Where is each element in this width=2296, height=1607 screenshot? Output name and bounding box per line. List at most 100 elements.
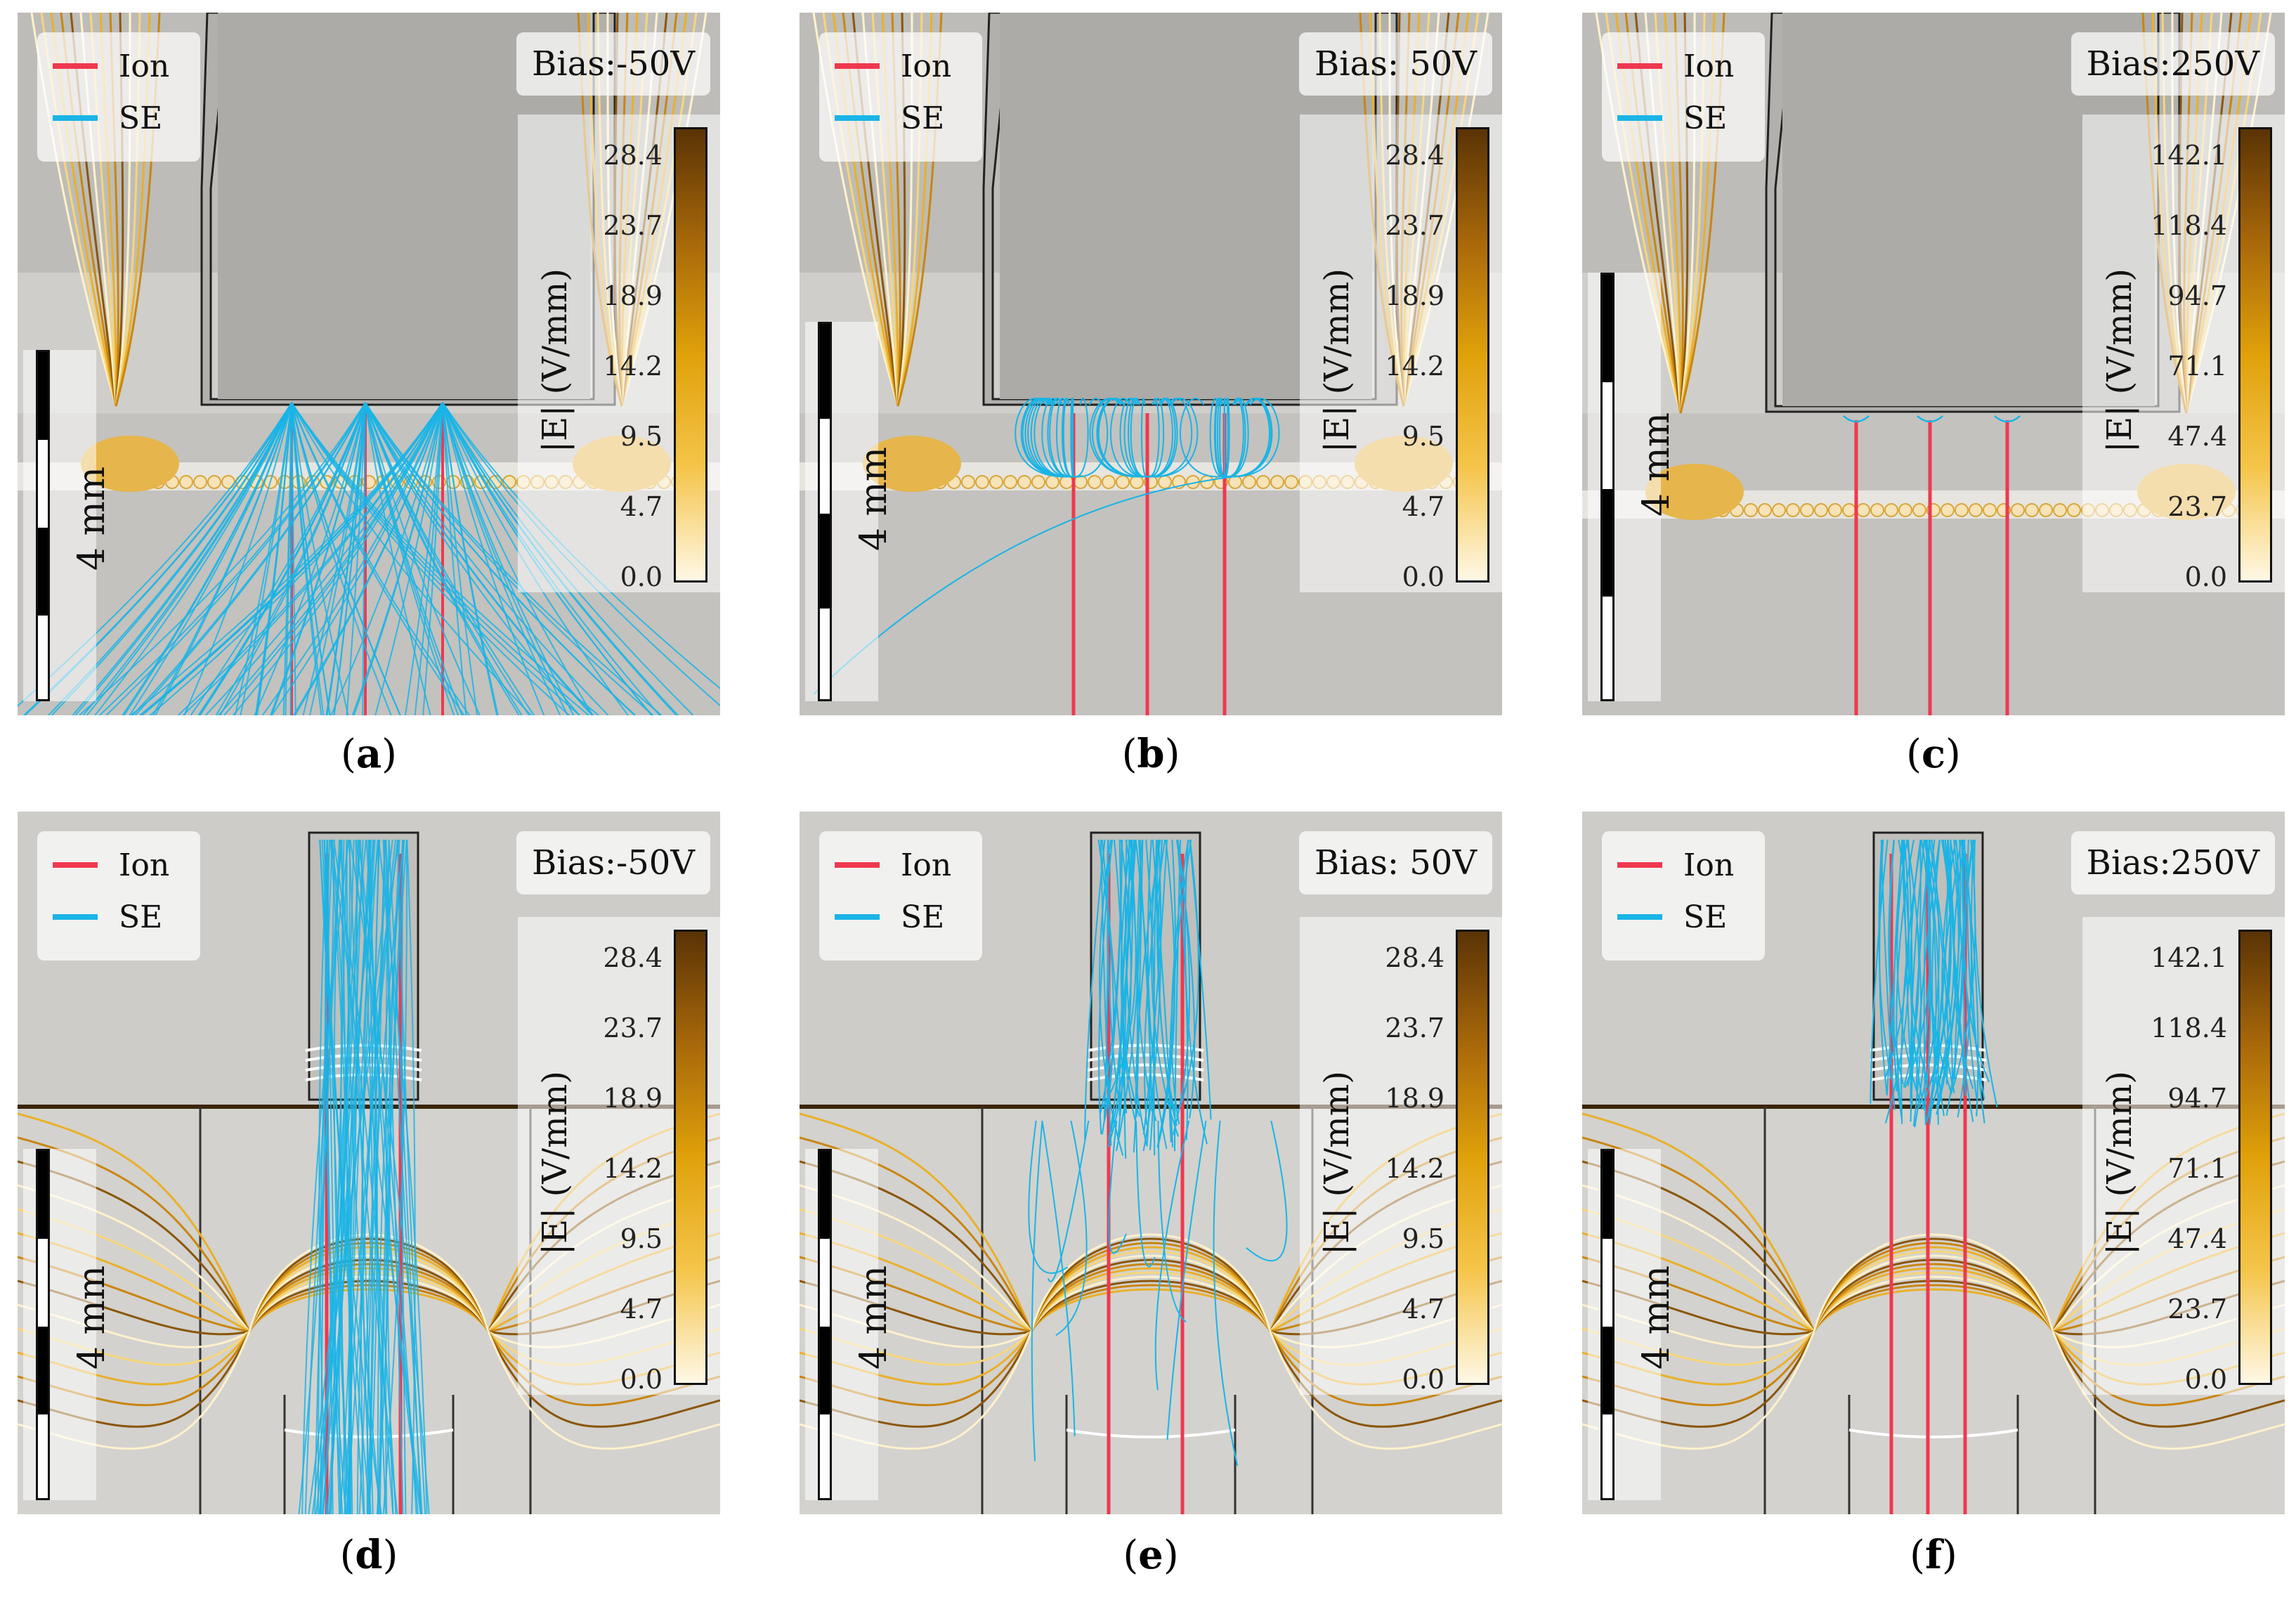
- colorbar-tick: 0.0: [1402, 1364, 1444, 1395]
- legend-swatch-se: [53, 914, 98, 920]
- legend-swatch-ion: [53, 862, 98, 868]
- colorbar-label: |E| (V/mm): [535, 1071, 575, 1255]
- colorbar-tick: 23.7: [2167, 1294, 2227, 1325]
- scale-bar-label: 4 mm: [1636, 412, 1678, 517]
- colorbar-tick: 118.4: [2151, 210, 2227, 241]
- colorbar-tick: 47.4: [2167, 421, 2227, 452]
- scale-bar-label: 4 mm: [71, 466, 113, 571]
- colorbar-gradient: [674, 127, 707, 583]
- colorbar-tick: 142.1: [2151, 942, 2227, 973]
- colorbar-tick: 0.0: [1402, 561, 1444, 592]
- colorbar-tick: 23.7: [603, 1013, 663, 1043]
- bias-label: Bias:-50V: [516, 32, 710, 96]
- legend-swatch-se: [1617, 914, 1662, 920]
- scale-bar: [1600, 1149, 1615, 1500]
- colorbar-tick: 9.5: [1402, 1223, 1444, 1254]
- scale-bar-label: 4 mm: [853, 446, 895, 552]
- scale-bar-box: 4 mm: [805, 1149, 895, 1500]
- legend-item-ion: Ion: [835, 45, 951, 87]
- legend-swatch-ion: [1617, 63, 1662, 69]
- legend-label-se: SE: [119, 100, 163, 136]
- scale-bar-segment: [1603, 1327, 1612, 1414]
- bias-label: Bias: 50V: [1298, 831, 1492, 894]
- colorbar-gradient: [1456, 127, 1489, 583]
- bias-label: Bias:250V: [2070, 32, 2275, 96]
- legend-item-ion: Ion: [1617, 844, 1734, 886]
- colorbar-tick: 0.0: [2184, 1364, 2227, 1395]
- colorbar-tick: 23.7: [1385, 1013, 1444, 1043]
- scale-bar: [1600, 273, 1615, 701]
- caption-e: (e): [1123, 1532, 1179, 1578]
- legend-label-ion: Ion: [901, 48, 952, 84]
- legend-label-se: SE: [1683, 100, 1728, 136]
- colorbar-tick: 23.7: [1385, 210, 1444, 241]
- colorbar-tick: 28.4: [1385, 942, 1444, 973]
- legend-item-ion: Ion: [1617, 45, 1734, 87]
- caption-a: (a): [340, 731, 397, 777]
- legend-label-ion: Ion: [1683, 48, 1735, 84]
- colorbar-gradient: [674, 930, 707, 1385]
- colorbar-gradient: [1456, 930, 1489, 1385]
- colorbar-tick: 4.7: [620, 1294, 663, 1325]
- colorbar-tick: 18.9: [1385, 280, 1444, 311]
- colorbar-tick: 18.9: [603, 280, 663, 311]
- caption-f: (f): [1910, 1532, 1957, 1578]
- scale-bar-segment: [820, 324, 830, 419]
- colorbar-tick: 0.0: [2184, 561, 2227, 592]
- colorbar-tick: 28.4: [603, 942, 663, 973]
- colorbar-tick: 9.5: [1402, 421, 1444, 452]
- scale-bar-segment: [1603, 1151, 1612, 1239]
- scale-bar: [36, 350, 50, 701]
- legend-swatch-se: [53, 115, 98, 121]
- scale-bar-segment: [38, 1151, 48, 1239]
- colorbar-tick: 28.4: [1385, 140, 1444, 171]
- colorbar-gradient: [2238, 127, 2272, 583]
- legend-swatch-se: [835, 914, 880, 920]
- legend-item-ion: Ion: [53, 844, 169, 886]
- colorbar-tick: 71.1: [2167, 1153, 2227, 1184]
- legend-item-se: SE: [835, 97, 944, 139]
- colorbar-tick: 94.7: [2167, 280, 2227, 311]
- legend-item-se: SE: [53, 896, 162, 938]
- scale-bar-segment: [1603, 275, 1612, 382]
- legend-swatch-se: [1617, 115, 1662, 121]
- colorbar-tick: 0.0: [620, 1364, 663, 1395]
- colorbar-tick: 14.2: [603, 1153, 663, 1184]
- scale-bar-box: 4 mm: [1588, 1149, 1678, 1500]
- colorbar-tick: 9.5: [620, 1223, 663, 1254]
- scale-bar-segment: [38, 528, 48, 616]
- scale-bar-segment: [820, 514, 830, 609]
- legend-swatch-se: [835, 115, 880, 121]
- colorbar-label: |E| (V/mm): [2100, 268, 2139, 453]
- colorbar-tick: 14.2: [1385, 1153, 1444, 1184]
- colorbar-tick: 4.7: [1402, 1294, 1444, 1325]
- scale-bar-label: 4 mm: [71, 1265, 113, 1370]
- scale-bar-segment: [1603, 489, 1612, 597]
- legend-swatch-ion: [53, 63, 98, 69]
- colorbar-tick: 28.4: [603, 140, 663, 171]
- scale-bar: [818, 1149, 832, 1500]
- caption-c: (c): [1906, 731, 1961, 777]
- colorbar-tick: 4.7: [1402, 491, 1444, 522]
- caption-d: (d): [339, 1532, 398, 1578]
- colorbar-tick: 23.7: [603, 210, 663, 241]
- legend-swatch-ion: [835, 63, 880, 69]
- colorbar-tick: 71.1: [2167, 351, 2227, 382]
- legend-item-se: SE: [53, 97, 162, 139]
- legend-label-ion: Ion: [901, 847, 952, 883]
- scale-bar: [818, 322, 832, 701]
- colorbar-tick: 18.9: [603, 1083, 663, 1114]
